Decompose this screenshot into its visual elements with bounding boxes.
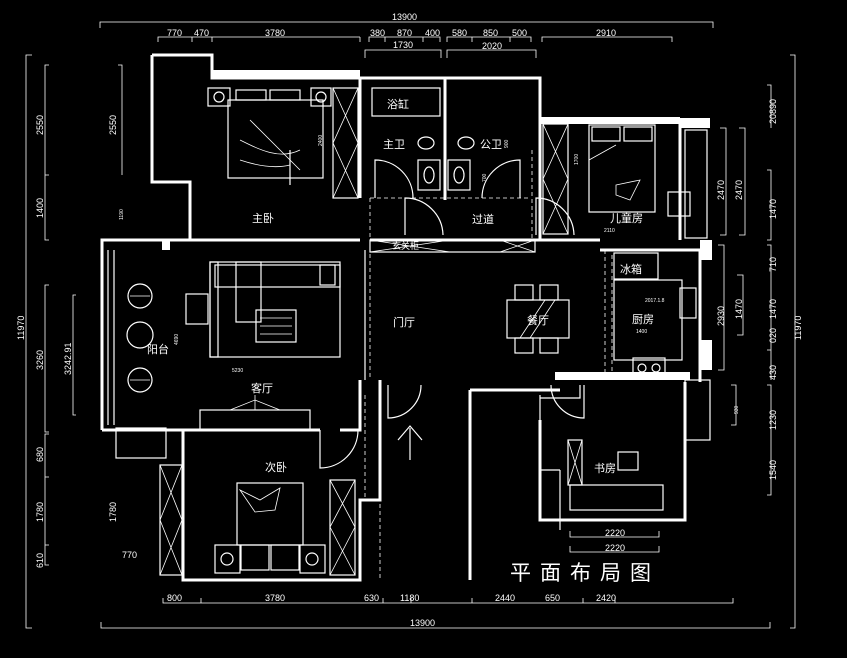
kids-bed — [588, 124, 656, 213]
dim-study-width: 2220 — [605, 528, 625, 538]
label-entry-cabinet: 玄关柜 — [392, 240, 419, 251]
label-master-bath: 主卫 — [383, 138, 405, 151]
dim-left: 3260 — [35, 350, 45, 370]
label-study: 书房 — [594, 462, 616, 475]
tv-cabinet — [199, 409, 311, 431]
dim-right: 1470 — [768, 299, 778, 319]
dim-left-total: 11970 — [16, 316, 26, 340]
fridge — [613, 252, 659, 280]
dim-right-inner: 930 — [734, 405, 740, 414]
study-desk — [569, 484, 664, 511]
dim-right: 020 — [768, 328, 778, 343]
dim-top: 2910 — [596, 28, 616, 38]
label-fridge: 冰箱 — [620, 262, 642, 276]
note-small: 1700 — [574, 154, 580, 165]
label-bathtub: 浴缸 — [387, 97, 409, 111]
note-small: 900 — [504, 139, 510, 148]
dim-right: 430 — [768, 365, 778, 380]
dim-right: 20890 — [768, 99, 778, 124]
dim-top: 470 — [194, 28, 209, 38]
master-wardrobe — [332, 87, 359, 199]
dim-left-inner: 1780 — [108, 502, 118, 522]
dim-left-inner: 770 — [122, 550, 137, 560]
dim-right-inner: 2470 — [716, 180, 726, 200]
label-corridor: 过道 — [472, 212, 494, 226]
dim-top: 3780 — [265, 28, 285, 38]
note-date: 2017.1.8 — [645, 298, 665, 304]
dim-bottom: 2420 — [596, 593, 616, 603]
label-kids-room: 儿童房 — [610, 211, 643, 225]
dim-top: 850 — [483, 28, 498, 38]
dim-right-inner: 1470 — [734, 299, 744, 319]
dim-left-inner: 3242.91 — [63, 342, 73, 375]
note-small: 4690 — [174, 334, 180, 345]
dim-top: 870 — [397, 28, 412, 38]
dim-top-total: 13900 — [392, 12, 417, 22]
dim-left-inner: 1190 — [119, 209, 125, 220]
entrance-arrow-icon — [397, 425, 423, 460]
dim-bottom-total: 13900 — [410, 618, 435, 628]
dim-bottom: 1180 — [400, 593, 419, 603]
dim-right-total: 11970 — [793, 316, 803, 340]
dim-left: 680 — [35, 447, 45, 462]
label-master-bedroom: 主卧 — [252, 212, 274, 225]
partition-lines — [364, 150, 613, 580]
dim-bottom: 3780 — [265, 593, 285, 603]
dim-left: 1780 — [35, 502, 45, 522]
label-balcony: 阳台 — [147, 342, 169, 356]
dining-table — [506, 299, 570, 339]
dim-left-inner: 2550 — [108, 115, 118, 135]
dim-top: 380 — [370, 28, 385, 38]
label-kitchen: 厨房 — [632, 313, 654, 326]
label-living: 客厅 — [251, 381, 273, 395]
dim-right: 1540 — [768, 460, 778, 480]
label-second-bedroom: 次卧 — [265, 460, 287, 474]
kitchen-counter — [613, 279, 683, 361]
dim-top: 580 — [452, 28, 467, 38]
dim-study-width: 2220 — [605, 543, 625, 553]
dim-right: 1230 — [768, 410, 778, 430]
label-foyer: 门厅 — [393, 315, 415, 329]
dim-right: 1470 — [768, 199, 778, 219]
note-small: 5230 — [232, 368, 243, 374]
second-wardrobe — [329, 479, 356, 576]
dim-right-inner: 2470 — [734, 180, 744, 200]
dim-left: 610 — [35, 553, 45, 568]
label-public-bath: 公卫 — [480, 138, 502, 151]
note-small: 1400 — [636, 329, 647, 335]
dim-top-sub: 1730 — [393, 40, 413, 50]
second-bed — [236, 482, 304, 546]
dimension-text: 13900 770 470 3780 380 870 400 580 850 5… — [16, 12, 803, 628]
stove — [632, 357, 666, 379]
note-small: 2110 — [604, 228, 615, 234]
bathtub — [371, 87, 441, 117]
note-small: 2400 — [318, 135, 324, 146]
note-small: 700 — [482, 173, 488, 182]
dim-top-sub: 2020 — [482, 41, 502, 51]
entry-cabinet — [369, 239, 536, 253]
dim-top: 400 — [425, 28, 440, 38]
dim-bottom: 650 — [545, 593, 560, 603]
coffee-table — [255, 309, 297, 343]
dim-bottom: 2440 — [495, 593, 515, 603]
dim-left: 1400 — [35, 198, 45, 218]
furniture — [115, 87, 697, 576]
dim-top: 770 — [167, 28, 182, 38]
dim-top: 500 — [512, 28, 527, 38]
dim-left: 2550 — [35, 115, 45, 135]
dimension-lines — [25, 21, 796, 629]
label-dining: 餐厅 — [527, 313, 549, 327]
study-chair — [617, 451, 639, 471]
walls — [100, 53, 712, 582]
dim-bottom: 630 — [364, 593, 379, 603]
dim-right-inner: 2930 — [716, 306, 726, 326]
dim-bottom: 800 — [167, 593, 182, 603]
room-labels: 主卧 浴缸 主卫 公卫 过道 儿童房 玄关柜 冰箱 门厅 餐厅 厨房 阳台 客厅… — [147, 97, 660, 585]
armchair — [185, 293, 209, 325]
dim-right: 710 — [768, 257, 778, 272]
drawing-title: 平面布局图 — [510, 561, 660, 585]
